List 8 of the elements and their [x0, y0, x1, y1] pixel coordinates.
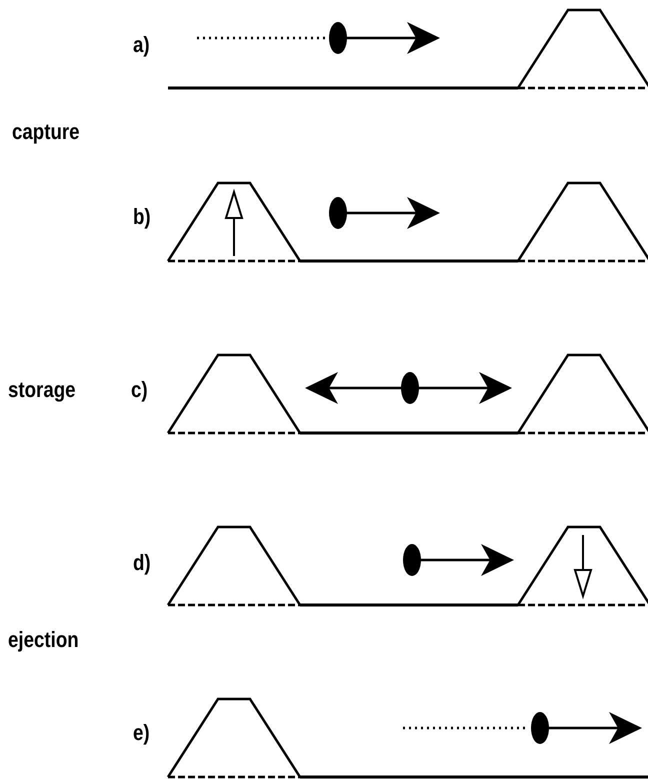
stage-label: capture	[12, 119, 80, 145]
panel-label: a)	[133, 32, 150, 58]
stage-label: storage	[8, 377, 76, 403]
panel-label: d)	[133, 550, 151, 576]
panel-label: b)	[133, 204, 151, 230]
stage-label: ejection	[8, 627, 79, 653]
panel-label: e)	[133, 720, 150, 746]
panel-label: c)	[131, 377, 148, 403]
